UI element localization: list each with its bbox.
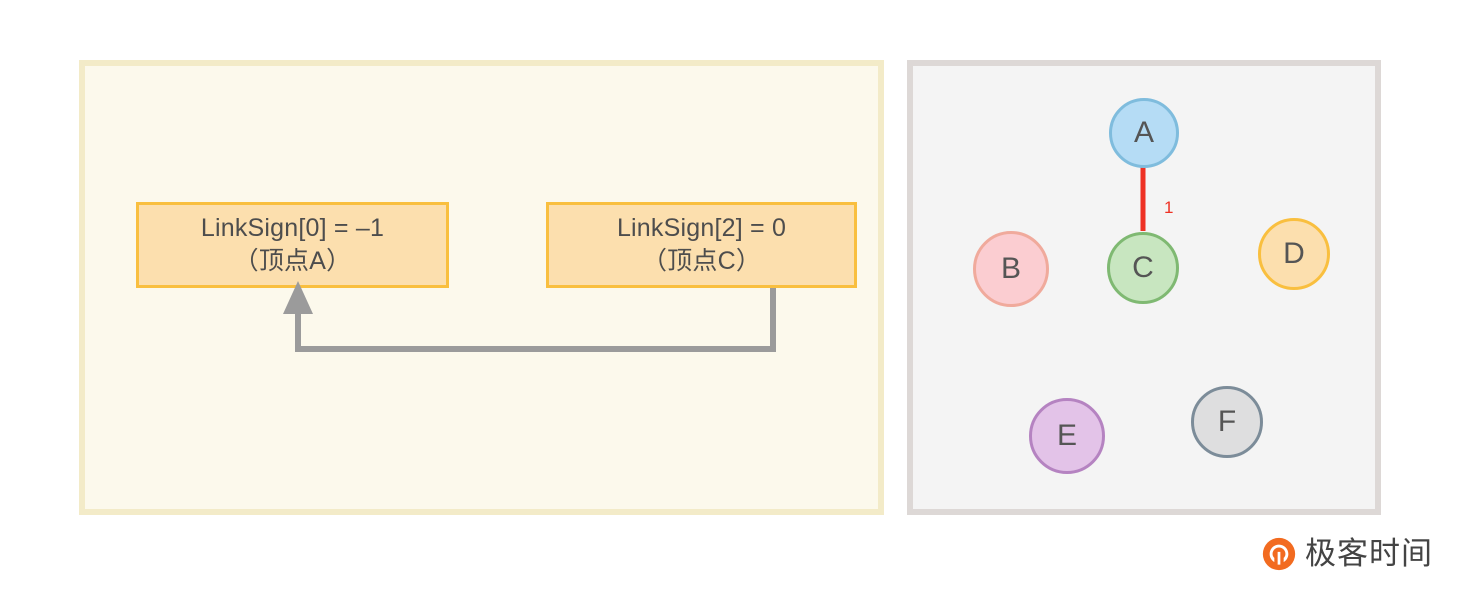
geekbang-logo-icon — [1262, 537, 1296, 571]
arrow-path — [295, 288, 776, 352]
graph-node-f[interactable]: F — [1191, 386, 1263, 458]
brand-logo-text: 极客时间 — [1305, 535, 1433, 572]
graph-node-d[interactable]: D — [1258, 218, 1330, 290]
linksign-state-panel: LinkSign[0] = –1 （顶点A） LinkSign[2] = 0 （… — [79, 60, 884, 515]
graph-panel: 1 A B C D E F — [907, 60, 1381, 515]
graph-node-b-label: B — [1000, 252, 1021, 285]
edge-label-a-c: 1 — [1164, 198, 1174, 217]
linksign-box-a-line2: （顶点A） — [233, 247, 352, 275]
graph-node-a-label: A — [1133, 116, 1154, 149]
linksign-box-vertex-a: LinkSign[0] = –1 （顶点A） — [136, 202, 449, 288]
linksign-box-c-line2: （顶点C） — [641, 247, 762, 275]
brand-logo: 极客时间 — [1262, 533, 1433, 575]
graph-node-c[interactable]: C — [1107, 232, 1179, 304]
graph-node-b[interactable]: B — [973, 231, 1049, 307]
linksign-box-c-line1: LinkSign[2] = 0 — [616, 214, 787, 242]
graph-node-e-label: E — [1056, 419, 1077, 452]
graph-node-e[interactable]: E — [1029, 398, 1105, 474]
graph-node-a[interactable]: A — [1109, 98, 1179, 168]
graph-node-d-label: D — [1283, 237, 1305, 270]
graph-node-f-label: F — [1217, 405, 1237, 438]
linksign-box-vertex-c: LinkSign[2] = 0 （顶点C） — [546, 202, 857, 288]
linksign-box-a-line1: LinkSign[0] = –1 — [200, 214, 385, 242]
graph-node-c-label: C — [1132, 251, 1154, 284]
